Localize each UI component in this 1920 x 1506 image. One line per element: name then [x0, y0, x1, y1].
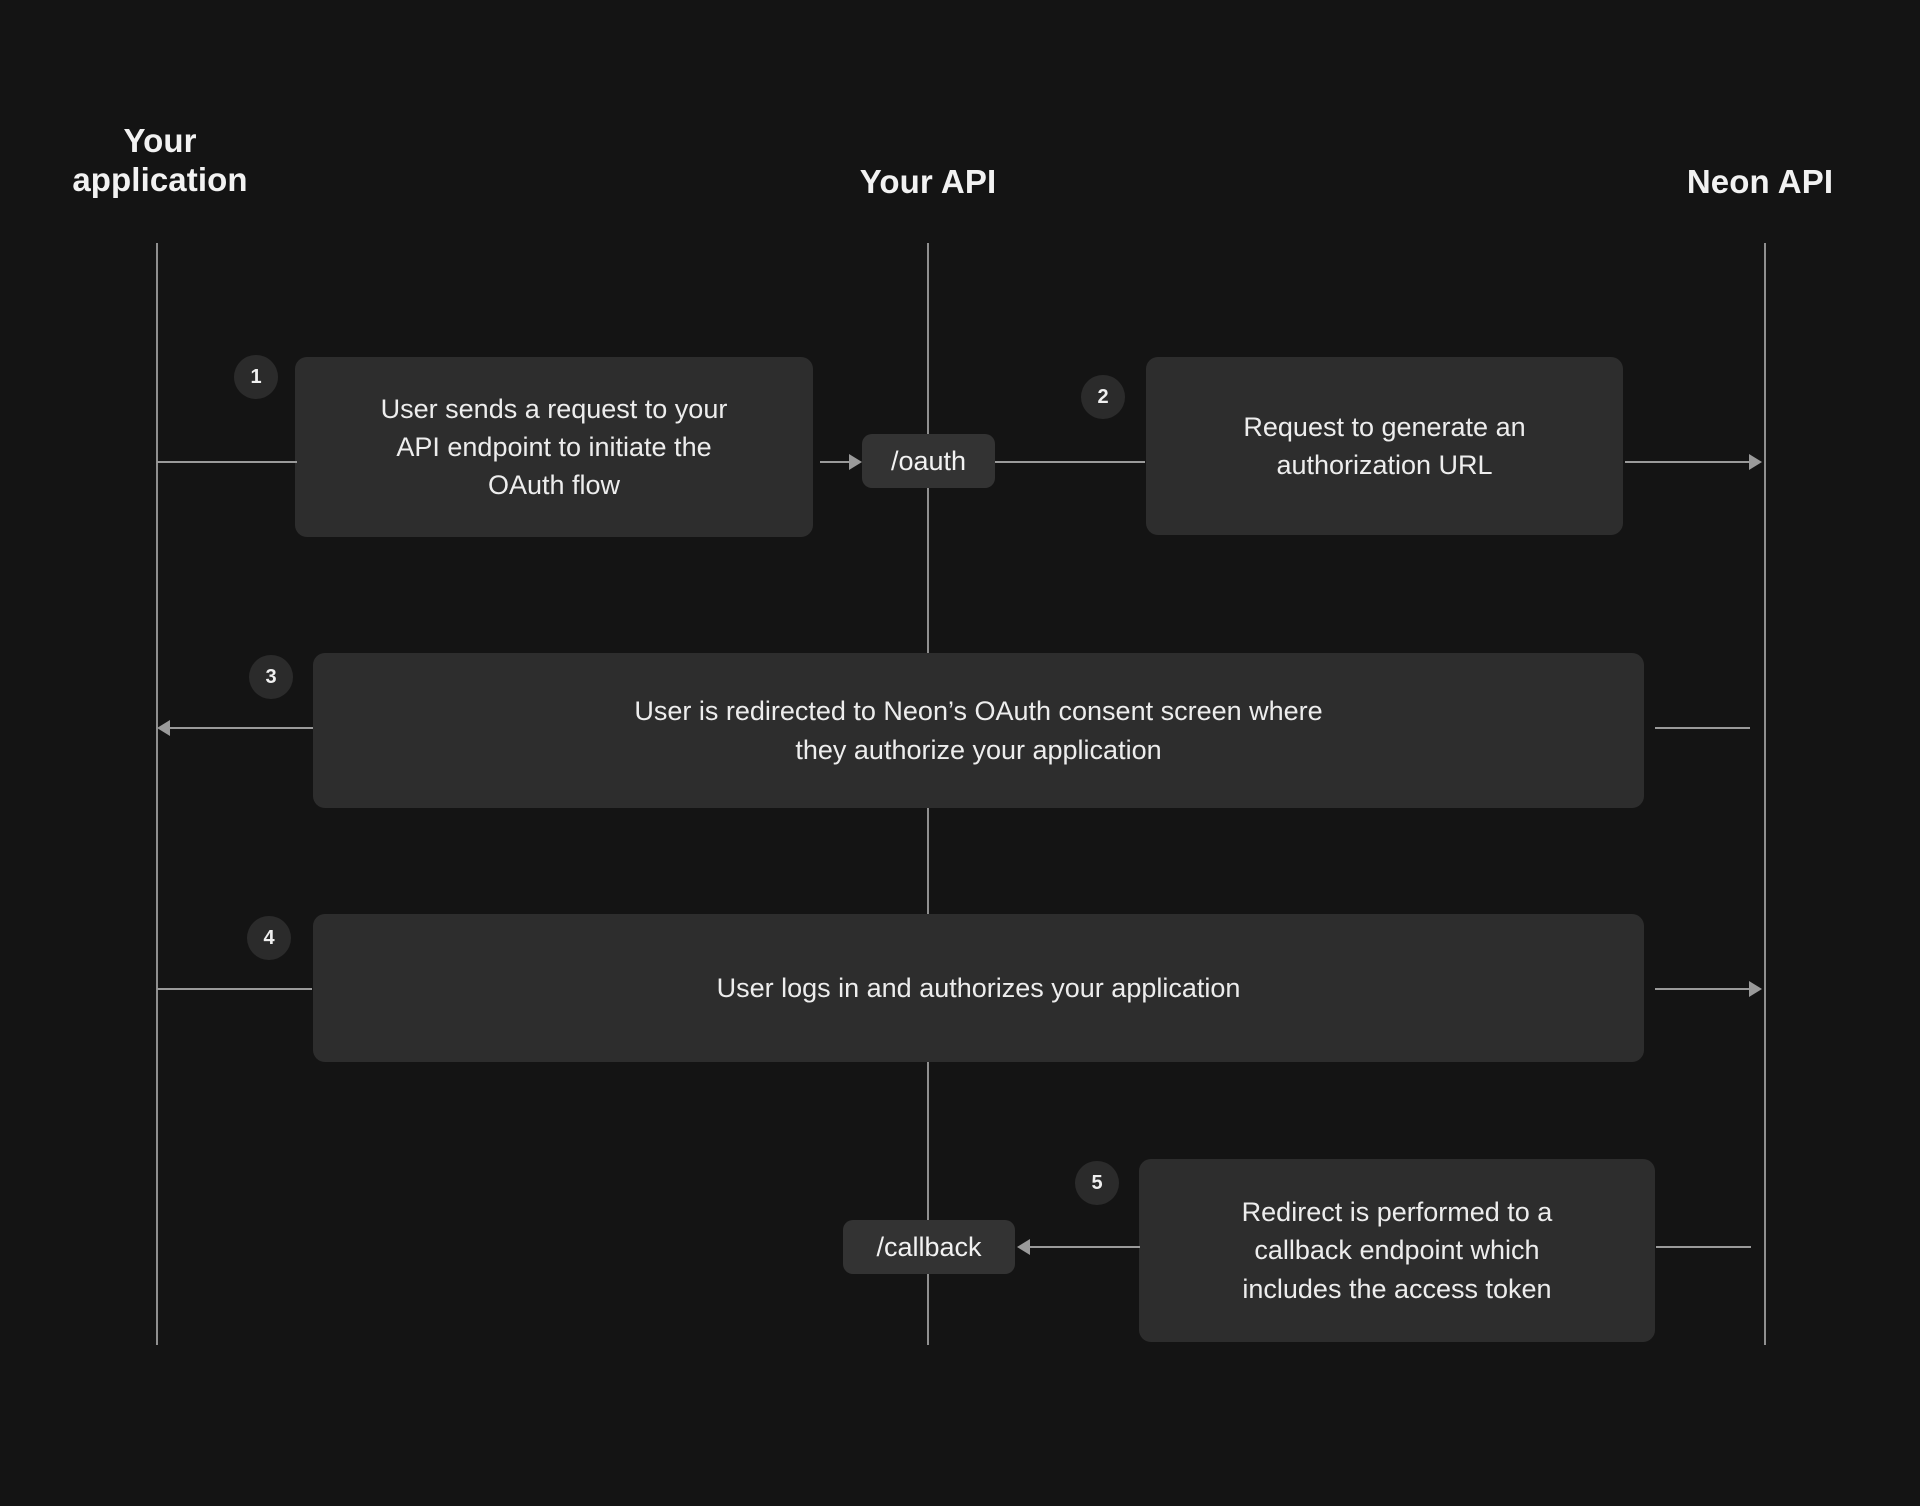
step-box-1[interactable]: User sends a request to your API endpoin…: [295, 357, 813, 537]
connector-step-3-left: [170, 727, 313, 729]
arrowhead-step-2: [1749, 454, 1762, 470]
step-badge-1: 1: [234, 355, 278, 399]
step-badge-4: 4: [247, 916, 291, 960]
endpoint-pill-oauth[interactable]: /oauth: [862, 434, 995, 488]
step-text-3: User is redirected to Neon’s OAuth conse…: [634, 696, 1323, 765]
step-box-5[interactable]: Redirect is performed to a callback endp…: [1139, 1159, 1655, 1342]
step-badge-5: 5: [1075, 1161, 1119, 1205]
step-badge-2: 2: [1081, 375, 1125, 419]
connector-step-3-right: [1655, 727, 1750, 729]
step-text-1: User sends a request to your API endpoin…: [380, 393, 728, 501]
step-text-2: Request to generate an authorization URL: [1243, 411, 1526, 480]
endpoint-pill-callback[interactable]: /callback: [843, 1220, 1015, 1274]
connector-step-5-left: [1030, 1246, 1140, 1248]
connector-step-1-right: [820, 461, 850, 463]
arrowhead-step-3: [157, 720, 170, 736]
connector-step-2-left: [995, 461, 1145, 463]
step-box-3[interactable]: User is redirected to Neon’s OAuth conse…: [313, 653, 1644, 808]
lifeline-your-application: [156, 243, 158, 1345]
step-text-5: Redirect is performed to a callback endp…: [1241, 1197, 1553, 1304]
step-box-4[interactable]: User logs in and authorizes your applica…: [313, 914, 1644, 1062]
connector-step-1-left: [157, 461, 297, 463]
connector-step-4-left: [157, 988, 312, 990]
lane-header-your-application: Your application: [72, 122, 248, 198]
step-text-4: User logs in and authorizes your applica…: [716, 972, 1241, 1003]
connector-step-2-right: [1625, 461, 1750, 463]
lane-header-neon-api: Neon API: [1686, 163, 1834, 200]
lifeline-neon-api: [1764, 243, 1766, 1345]
connector-step-5-right: [1656, 1246, 1751, 1248]
step-box-2[interactable]: Request to generate an authorization URL: [1146, 357, 1623, 535]
arrowhead-step-4: [1749, 981, 1762, 997]
connector-step-4-right: [1655, 988, 1750, 990]
arrowhead-step-1: [849, 454, 862, 470]
step-badge-3: 3: [249, 655, 293, 699]
lane-header-your-api: Your API: [859, 163, 997, 200]
arrowhead-step-5: [1017, 1239, 1030, 1255]
